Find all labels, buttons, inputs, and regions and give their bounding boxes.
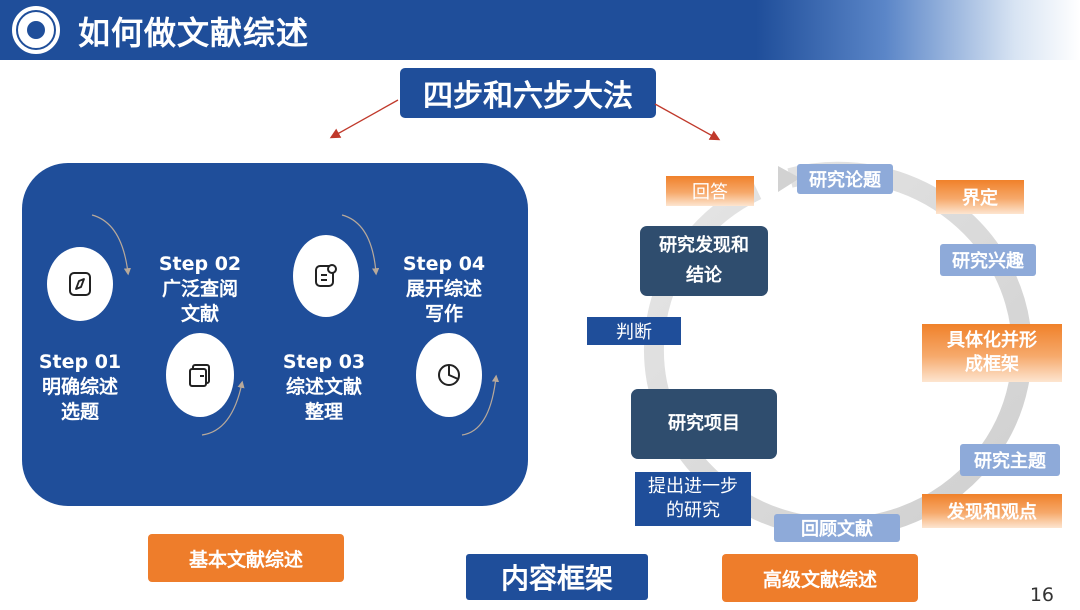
step-04-circle (416, 333, 482, 417)
step-02-desc-line2: 文献 (180, 303, 219, 325)
tag-judge: 判断 (587, 317, 681, 345)
step-02-title: Step 02 (158, 253, 242, 275)
step-03-circle (293, 235, 359, 317)
page-number: 16 (1029, 584, 1054, 606)
step-03-desc-line2: 整理 (304, 401, 343, 423)
tag-concretize-line1: 具体化并形 (947, 330, 1037, 351)
step-connector-arcs (91, 214, 500, 436)
four-step-panel: Step 01 明确综述 选题 Step 02 广泛查阅 文献 Step 03 … (22, 163, 528, 506)
content-frame-label: 内容框架 (466, 554, 648, 600)
tag-further-line1: 提出进一步 (648, 476, 738, 497)
method-title: 四步和六步大法 (400, 68, 656, 118)
step-01-label: Step 01 明确综述 选题 (30, 350, 130, 425)
tag-further-research: 提出进一步 的研究 (635, 472, 751, 526)
card-research-project: 研究项目 (631, 389, 777, 459)
step-03-title: Step 03 (282, 351, 366, 373)
step-01-circle (47, 247, 113, 321)
card-findings-conclusions: 研究发现和 结论 (640, 226, 768, 296)
step-03-label: Step 03 综述文献 整理 (274, 350, 374, 425)
tag-findings-views: 发现和观点 (922, 494, 1062, 528)
step-02-circle (166, 333, 234, 417)
tag-review-literature: 回顾文献 (774, 514, 900, 542)
tag-answer: 回答 (666, 176, 754, 206)
advanced-review-label: 高级文献综述 (722, 554, 918, 602)
tag-define: 界定 (936, 180, 1024, 214)
step-04-desc-line1: 展开综述 (405, 278, 482, 300)
step-02-desc-line1: 广泛查阅 (161, 278, 238, 300)
step-03-desc-line1: 综述文献 (285, 376, 362, 398)
tag-concretize: 具体化并形 成框架 (922, 324, 1062, 382)
tag-concretize-line2: 成框架 (965, 354, 1019, 375)
step-01-desc-line2: 选题 (60, 401, 99, 423)
tag-research-interest: 研究兴趣 (940, 244, 1036, 276)
page-title: 如何做文献综述 (78, 14, 310, 52)
step-01-desc-line1: 明确综述 (41, 376, 118, 398)
folder-icon (189, 364, 210, 387)
basic-review-label: 基本文献综述 (148, 534, 344, 582)
note-icon (315, 264, 337, 287)
card-findings-line1: 研究发现和 (659, 235, 749, 256)
step-04-desc-line2: 写作 (424, 303, 463, 325)
compass-icon (69, 272, 91, 296)
step-01-title: Step 01 (38, 351, 122, 373)
header-bar: 如何做文献综述 (0, 0, 1080, 60)
arrow-left (329, 99, 399, 139)
step-04-title: Step 04 (402, 253, 486, 275)
tag-research-theme: 研究主题 (960, 444, 1060, 476)
card-findings-line2: 结论 (686, 265, 722, 286)
step-04-label: Step 04 展开综述 写作 (394, 252, 494, 327)
step-02-label: Step 02 广泛查阅 文献 (150, 252, 250, 327)
pie-chart-icon (438, 364, 460, 386)
arrow-right (654, 103, 721, 141)
tag-further-line2: 的研究 (666, 500, 720, 521)
tag-research-topic: 研究论题 (797, 164, 893, 194)
university-logo (10, 4, 62, 56)
